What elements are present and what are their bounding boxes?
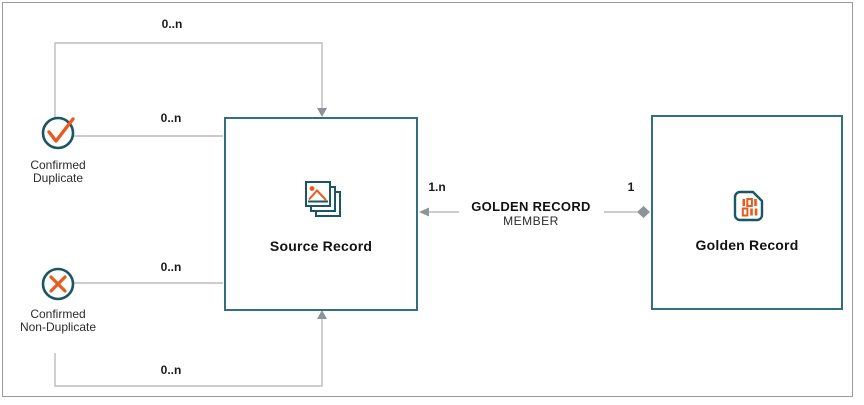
confirmed-duplicate-line2: Duplicate	[32, 171, 84, 185]
confirmed-non-duplicate-line2: Non-Duplicate	[19, 320, 97, 334]
diagram-frame	[2, 2, 853, 397]
binary-card-icon	[733, 190, 764, 222]
stacked-photos-icon	[305, 181, 341, 217]
relationship-name: GOLDEN RECORD MEMBER	[471, 199, 590, 228]
check-circle-icon	[41, 116, 75, 150]
cross-circle-icon	[41, 267, 75, 301]
source-record-title: Source Record	[269, 238, 373, 254]
arrow-left-icon	[419, 207, 429, 217]
confirmed-non-duplicate-line1: Confirmed	[30, 307, 86, 321]
golden-record-title: Golden Record	[695, 237, 799, 253]
diamond-end-icon	[637, 206, 650, 218]
bottom-loop-connector	[54, 319, 323, 387]
source-record-node: Source Record	[224, 117, 418, 311]
golden-record-node: Golden Record	[651, 115, 843, 310]
relationship-name-sub: MEMBER	[503, 214, 559, 228]
confirmed-duplicate-line1: Confirmed	[30, 158, 86, 172]
relationship-name-main: GOLDEN RECORD	[471, 199, 591, 214]
golden-side-cardinality: 1	[627, 180, 635, 194]
top-loop-connector	[54, 42, 323, 118]
confirmed-non-duplicate-label: Confirmed Non-Duplicate	[0, 308, 116, 334]
non-duplicate-cardinality: 0..n	[160, 260, 182, 274]
bottom-loop-cardinality: 0..n	[160, 363, 182, 377]
source-side-cardinality: 1.n	[428, 180, 446, 194]
arrow-up-icon	[317, 310, 327, 319]
top-loop-cardinality: 0..n	[161, 17, 183, 31]
duplicate-cardinality: 0..n	[160, 111, 182, 125]
arrow-down-icon	[317, 108, 327, 117]
confirmed-duplicate-label: Confirmed Duplicate	[7, 159, 109, 185]
